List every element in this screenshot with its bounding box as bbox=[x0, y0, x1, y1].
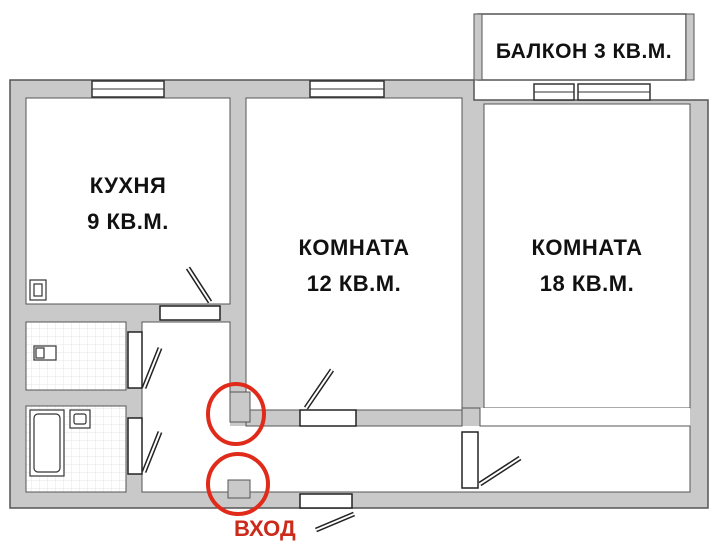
corridor-right bbox=[480, 408, 690, 492]
highlights bbox=[206, 382, 270, 516]
room-12-label: КОМНАТА 12 КВ.М. bbox=[246, 230, 462, 302]
door-frame-bathroom bbox=[127, 417, 143, 475]
walls bbox=[9, 79, 709, 509]
balcony-area: 3 КВ.М. bbox=[593, 40, 673, 63]
entrance-label: ВХОД bbox=[234, 516, 296, 541]
room-18-label: КОМНАТА 18 КВ.М. bbox=[484, 230, 690, 302]
door-frame-kitchen bbox=[159, 305, 221, 321]
highlight-circle-top bbox=[206, 382, 266, 446]
kitchen-label: КУХНЯ 9 КВ.М. bbox=[26, 168, 230, 240]
highlight-circle-bottom bbox=[206, 452, 270, 516]
kitchen-name: КУХНЯ bbox=[89, 173, 167, 198]
balcony bbox=[473, 13, 695, 81]
room-18-name: КОМНАТА bbox=[531, 235, 643, 260]
door-frame-room-18 bbox=[461, 431, 479, 489]
room-12-name: КОМНАТА bbox=[298, 235, 410, 260]
door-frame-entrance bbox=[299, 493, 353, 509]
balcony-label: БАЛКОН 3 КВ.М. bbox=[478, 40, 690, 64]
kitchen-area-text: 9 КВ.М. bbox=[87, 209, 169, 234]
hallway-area bbox=[142, 322, 230, 492]
door-frame-toilet bbox=[127, 331, 143, 389]
balcony-name: БАЛКОН bbox=[495, 40, 588, 63]
kitchen-area bbox=[25, 97, 231, 305]
windows bbox=[91, 80, 651, 101]
door-frame-room-12 bbox=[299, 409, 357, 427]
doors bbox=[127, 266, 522, 533]
room-18-area bbox=[483, 103, 691, 409]
room-18-area-text: 18 КВ.М. bbox=[539, 271, 635, 296]
room-12-area-text: 12 КВ.М. bbox=[306, 271, 402, 296]
fixtures bbox=[29, 279, 91, 477]
